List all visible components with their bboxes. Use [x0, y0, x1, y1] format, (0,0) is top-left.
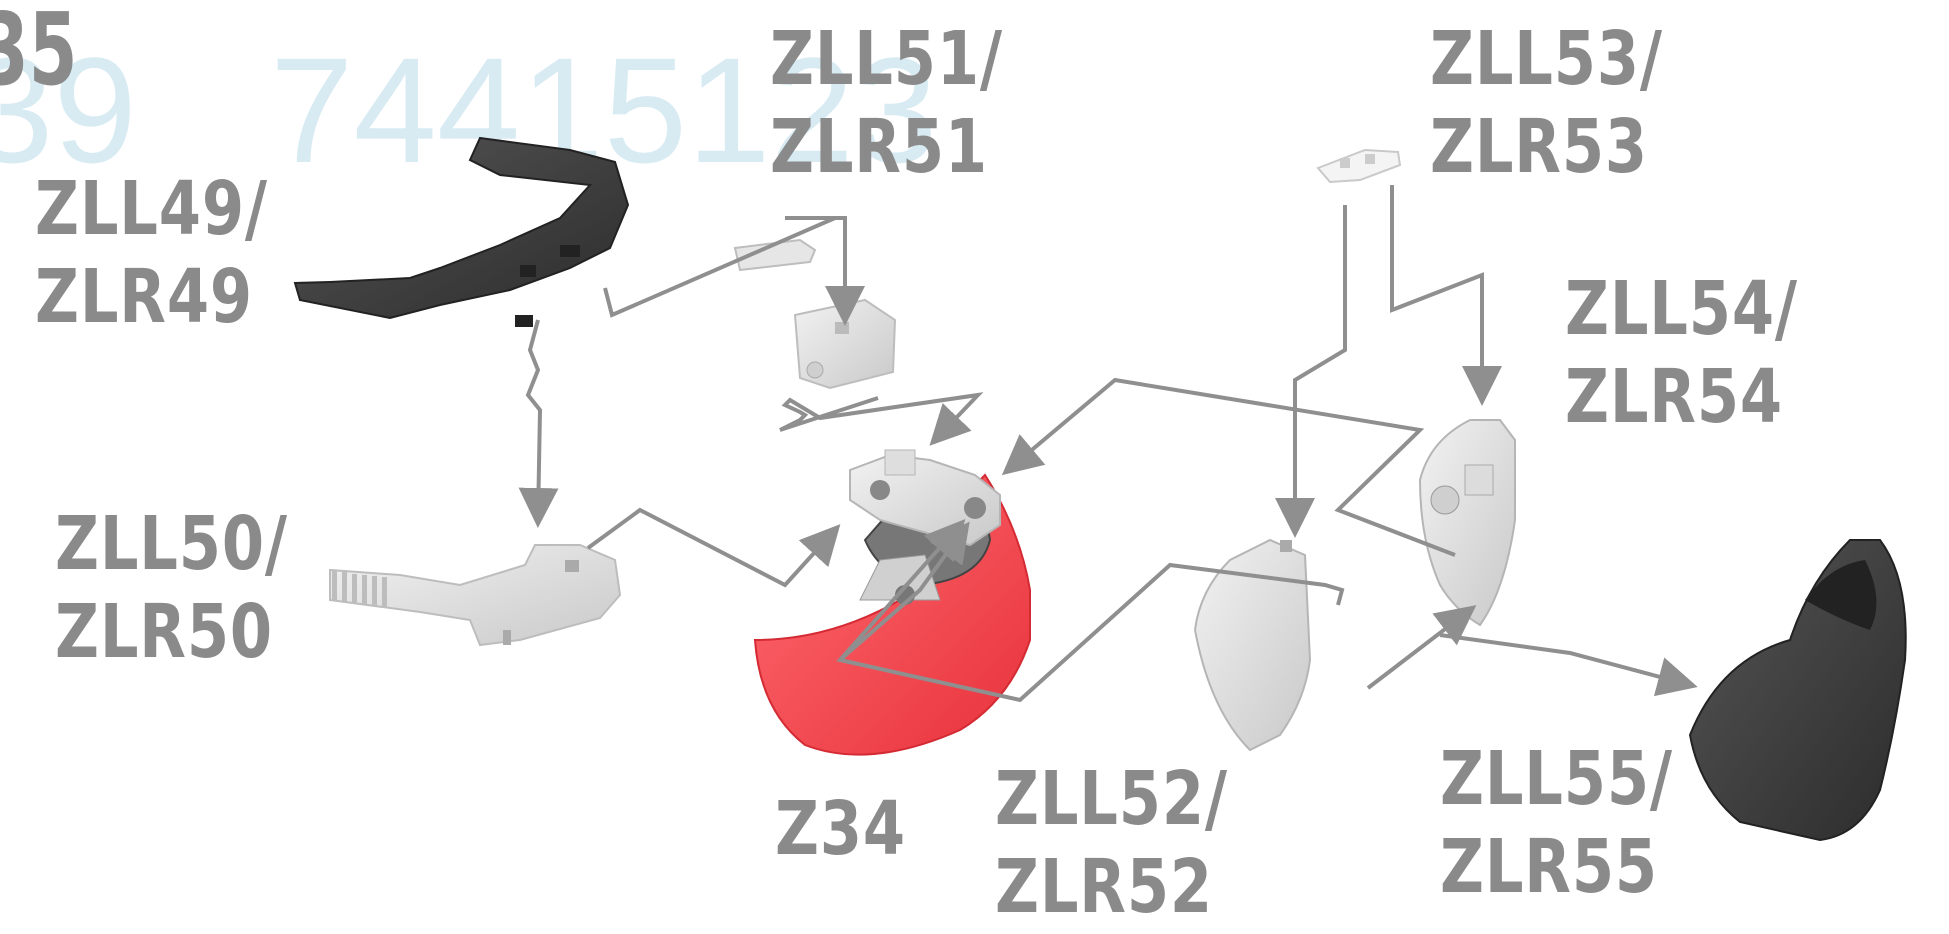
- label-z34: Z34: [775, 786, 906, 872]
- arrow-zll51-to-z34: [779, 392, 984, 446]
- label-zll53: ZLL53/ZLR53: [1430, 16, 1663, 190]
- arrow-zll53-to-zll54: [1390, 185, 1502, 406]
- arrow-zll54-to-zll52: [1366, 605, 1477, 690]
- arrow-zll50-to-z34: [586, 507, 841, 588]
- part-zll51-lever: [733, 238, 897, 390]
- label-zll54: ZLL54/ZLR54: [1565, 266, 1798, 440]
- label-zll52: ZLL52/ZLR52: [995, 756, 1228, 930]
- label-zll55: ZLL55/ZLR55: [1440, 736, 1673, 910]
- arrow-zll54-to-z34: [1001, 377, 1456, 557]
- arrow-zll52-to-zll55: [1439, 633, 1698, 697]
- label-zll51: ZLL51/ZLR51: [770, 16, 1003, 190]
- arrow-zll51-to-lever: [785, 216, 865, 326]
- arrow-z34-inner: [838, 521, 970, 662]
- part-zll52-panel: [1193, 538, 1312, 752]
- leader-arrows: [518, 185, 1698, 703]
- watermark-left: 39: [0, 26, 137, 194]
- part-zll49-bracket: [293, 136, 630, 327]
- label-zll49: ZLL49/ZLR49: [35, 166, 268, 340]
- part-zll55-grip: [1688, 539, 1907, 842]
- part-zll54-panel: [1418, 419, 1516, 627]
- arrow-bracket-to-zll51: [603, 216, 836, 318]
- part-zll50-lever: [329, 544, 622, 647]
- part-zll53-clip: [1316, 148, 1402, 184]
- page-number: 35: [0, 0, 78, 108]
- arrow-zll53-to-zll52: [1275, 205, 1347, 538]
- arrow-zll49-to-zll50: [518, 319, 559, 528]
- label-zll50: ZLL50/ZLR50: [55, 501, 288, 675]
